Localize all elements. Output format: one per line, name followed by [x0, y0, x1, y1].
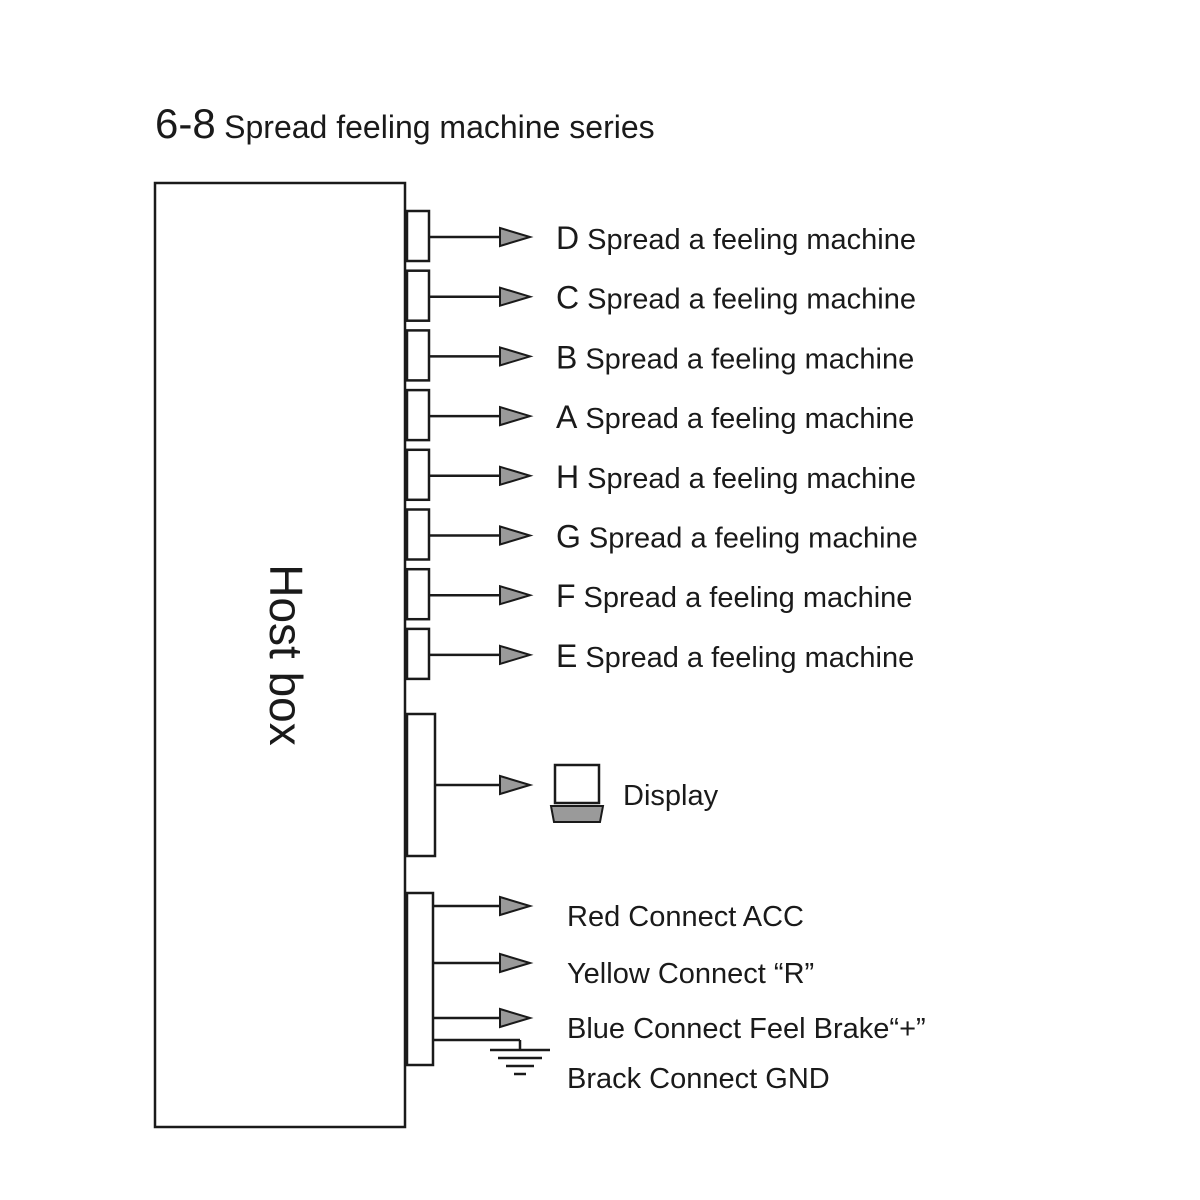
output-port: [405, 329, 431, 382]
title-prefix: 6-8: [155, 100, 216, 147]
output-port: [405, 448, 431, 502]
machine-text: Spread a feeling machine: [589, 523, 918, 555]
wire-label-text: Red Connect: [567, 901, 743, 933]
monitor-icon: [549, 763, 605, 823]
host-box: [153, 181, 407, 1129]
output-port: [405, 508, 431, 561]
wire-row: Brack Connect GND: [567, 1063, 830, 1095]
wire-row: Yellow Connect “R”: [433, 953, 814, 990]
wire-label: Brack Connect GND: [567, 1063, 830, 1095]
display-connector: Display: [405, 712, 719, 858]
wire-label-text: Yellow Connect: [567, 958, 774, 990]
output-arrowhead: [499, 585, 531, 606]
machine-letter: A: [556, 399, 578, 435]
wire-label: Yellow Connect “R”: [567, 958, 814, 990]
wire-label-suffix: “R”: [774, 958, 814, 990]
machine-letter: C: [556, 280, 579, 316]
wire-label-text: Blue Connect Feel Brake: [567, 1013, 889, 1045]
machine-text: Spread a feeling machine: [587, 463, 916, 495]
output-arrowhead: [499, 227, 531, 247]
host-box-label: Host box: [260, 564, 312, 746]
wire-row: Red Connect ACC: [433, 896, 804, 933]
machine-letter: D: [556, 220, 579, 256]
machine-letter: G: [556, 519, 581, 555]
machine-letter: E: [556, 638, 577, 674]
machine-letter: F: [556, 578, 576, 614]
machine-letter: H: [556, 459, 579, 495]
wire-label: Red Connect ACC: [567, 901, 804, 933]
output-arrowhead: [499, 525, 531, 546]
wire-harness: Red Connect ACC Yellow Connect “R” Blue Co…: [405, 891, 926, 1095]
output-port: [405, 627, 431, 681]
wire-row: Blue Connect Feel Brake“+”: [433, 1008, 926, 1045]
title-text: Spread feeling machine series: [224, 109, 654, 145]
machine-text: Spread a feeling machine: [585, 403, 914, 435]
machine-text: Spread a feeling machine: [585, 343, 914, 375]
display-label: Display: [623, 780, 719, 812]
wire-arrowhead: [499, 953, 531, 973]
output-port: [405, 567, 431, 621]
machine-text: Spread a feeling machine: [587, 284, 916, 316]
machine-text: Spread a feeling machine: [584, 582, 913, 614]
wire-list: Red Connect ACC Yellow Connect “R” Blue Co…: [433, 896, 926, 1095]
wire-label: Blue Connect Feel Brake“+”: [567, 1013, 926, 1045]
machine-letter: B: [556, 339, 577, 375]
wire-arrowhead: [499, 896, 531, 916]
wire-label-suffix: ACC: [743, 901, 804, 933]
wire-arrowhead: [499, 1008, 531, 1028]
ground-symbol-icon: [433, 1038, 550, 1076]
diagram-title: 6-8 Spread feeling machine series: [155, 100, 655, 147]
output-arrowhead: [499, 286, 531, 307]
output-arrowhead: [499, 406, 531, 427]
machine-text: Spread a feeling machine: [587, 224, 916, 256]
output-port: [405, 269, 431, 322]
machine-text: Spread a feeling machine: [585, 642, 914, 674]
output-arrowhead: [499, 346, 531, 367]
wire-label-suffix: “+”: [889, 1013, 925, 1045]
output-port: [405, 209, 431, 263]
display-arrowhead: [499, 775, 531, 795]
wire-label-text: Brack Connect GND: [567, 1063, 830, 1095]
wire-harness-port: [405, 891, 435, 1067]
display-port: [405, 712, 437, 858]
output-arrowhead: [499, 465, 531, 486]
output-port: [405, 388, 431, 442]
output-arrowhead: [499, 644, 531, 665]
